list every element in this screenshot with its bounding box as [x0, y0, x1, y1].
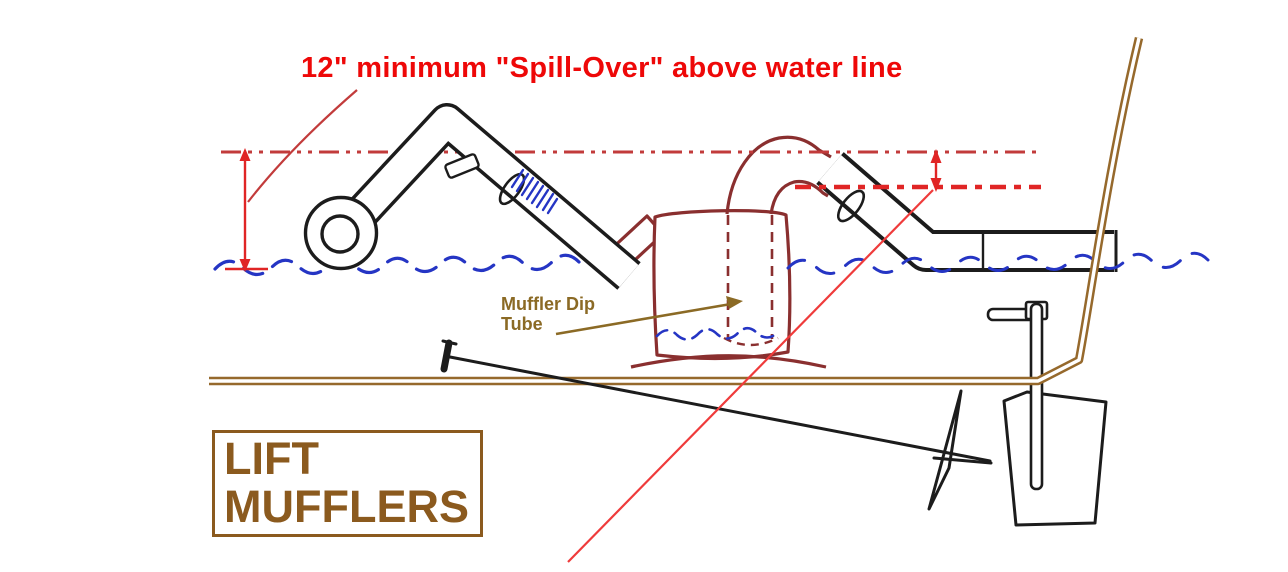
muffler-dip-tube [723, 215, 779, 347]
lift-mufflers-line1: LIFT [224, 433, 319, 484]
rudder-assembly [986, 300, 1108, 527]
muffler-base-flange [630, 354, 827, 369]
waterline-dimension-arrow [225, 148, 268, 272]
muffler-body [652, 209, 792, 361]
forward-exhaust-hose [303, 103, 641, 290]
water-line-forward [213, 253, 581, 277]
hose-coil-end-inner [320, 214, 360, 254]
hose-clamp-ellipse [836, 189, 866, 223]
dip-tube-label-line1: Muffler Dip [501, 294, 595, 314]
muffler-assembly [605, 135, 832, 369]
dip-tube-pointer-arrow [555, 296, 743, 336]
lift-mufflers-line2: MUFFLERS [224, 481, 469, 532]
hose-clamp-hatching [510, 168, 559, 215]
shaft-coupling-flange [440, 339, 453, 373]
aft-exhaust-hose [816, 152, 1118, 272]
water-line-aft [786, 251, 1210, 275]
dimension-leader-line [567, 189, 934, 563]
rudder-blade [1002, 390, 1108, 527]
anti-siphon-fitting [444, 153, 480, 179]
propeller-shaft [440, 339, 992, 463]
lift-mufflers-box: LIFT MUFFLERS [212, 430, 483, 537]
muffler-riser-outlet [725, 135, 832, 215]
dip-tube-label: Muffler Dip Tube [501, 294, 595, 334]
muffler-water-line [655, 326, 779, 341]
hull-bottom-and-transom [209, 37, 1144, 386]
rudder-post [1029, 302, 1044, 491]
title-leader-curve [247, 89, 358, 203]
loop-height-dimension-arrow [930, 149, 942, 192]
spill-over-title: 12" minimum "Spill-Over" above water lin… [301, 52, 903, 84]
hose-cross-section-ellipse [498, 172, 526, 206]
dip-tube-label-line2: Tube [501, 314, 543, 334]
propeller [927, 389, 993, 511]
